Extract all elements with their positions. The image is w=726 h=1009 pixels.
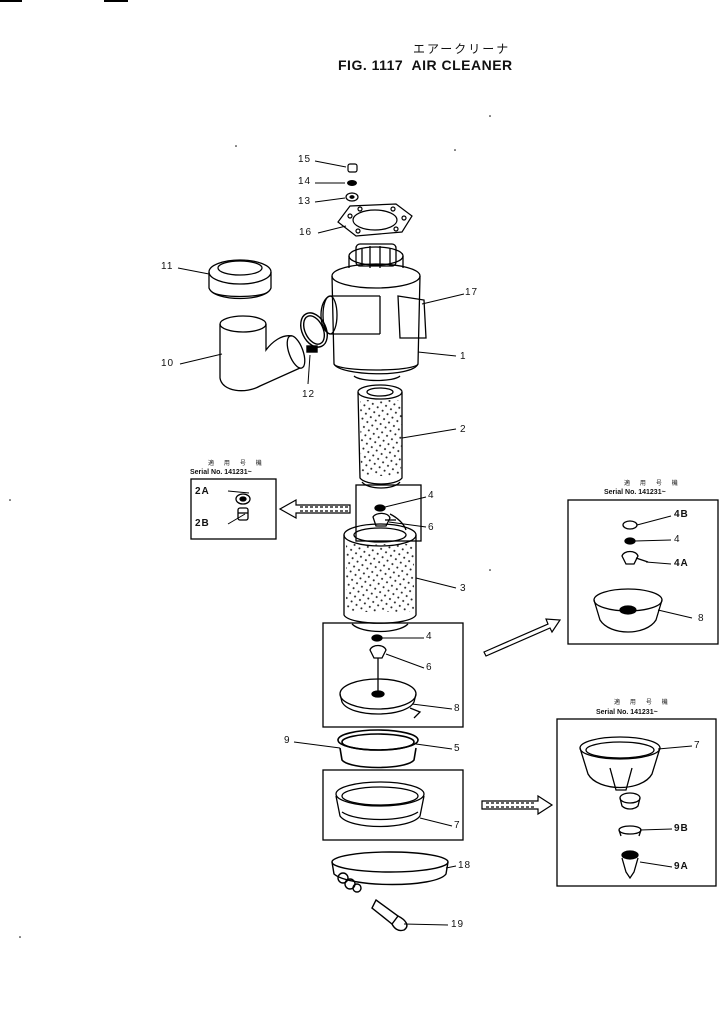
part-5-9-rings <box>337 729 419 769</box>
part-19-bolt <box>371 898 408 932</box>
page-title: FIG. 1117 AIR CLEANER <box>338 57 513 73</box>
left-serial-box <box>190 478 277 540</box>
part-label-12: 12 <box>302 389 316 400</box>
lower-right-serial-box <box>556 718 717 887</box>
upper-middle-detail-box <box>355 484 422 542</box>
part-label-5: 5 <box>454 743 461 754</box>
part-label-13: 13 <box>298 196 312 207</box>
part-15-nut <box>347 163 358 173</box>
part-2-inner-element <box>357 384 403 489</box>
part-label-9: 9 <box>284 735 291 746</box>
part-label-7-mid: 7 <box>454 820 461 831</box>
part-label-14: 14 <box>298 176 312 187</box>
part-label-4-mid: 4 <box>426 631 433 642</box>
middle-detail-box <box>322 622 464 728</box>
part-1-housing <box>320 243 427 382</box>
part-label-18: 18 <box>458 860 472 871</box>
part-label-9A: 9A <box>674 861 689 872</box>
lower-middle-detail-box <box>322 769 464 841</box>
serial-header-japanese-left: 適 用 号 機 <box>208 460 266 467</box>
part-label-6-mid: 6 <box>426 662 433 673</box>
part-label-8-mid: 8 <box>454 703 461 714</box>
leader-lines <box>177 160 693 926</box>
part-16-gasket <box>337 203 413 237</box>
part-label-17: 17 <box>465 287 479 298</box>
part-11-cap <box>208 259 272 300</box>
serial-header-left: Serial No. 141231~ <box>190 469 252 476</box>
upper-right-serial-box <box>567 499 719 645</box>
serial-header-upper-right: Serial No. 141231~ <box>604 489 666 496</box>
arrow-to-left-box <box>278 498 351 520</box>
serial-header-japanese-lower-right: 適 用 号 機 <box>614 699 672 706</box>
part-3-outer-element <box>343 523 417 633</box>
part-14-washer <box>347 180 357 186</box>
part-label-3: 3 <box>460 583 467 594</box>
part-label-1: 1 <box>460 351 467 362</box>
title-japanese: エアークリーナ <box>413 42 511 56</box>
part-label-4B: 4B <box>674 509 689 520</box>
part-label-2: 2 <box>460 424 467 435</box>
scan-specks <box>9 115 491 938</box>
part-label-7-right: 7 <box>694 740 701 751</box>
serial-header-lower-right: Serial No. 141231~ <box>596 709 658 716</box>
arrow-to-lower-right-box <box>481 794 554 816</box>
part-label-6-upper: 6 <box>428 522 435 533</box>
part-label-19: 19 <box>451 919 465 930</box>
part-label-9B: 9B <box>674 823 689 834</box>
part-12-clamp <box>300 312 328 353</box>
part-label-2B: 2B <box>195 518 210 529</box>
arrow-to-upper-right-box <box>483 618 562 657</box>
part-label-4-right: 4 <box>674 534 681 545</box>
part-label-2A: 2A <box>195 486 210 497</box>
part-10-elbow <box>219 315 306 392</box>
part-label-4-upper: 4 <box>428 490 435 501</box>
part-label-15: 15 <box>298 154 312 165</box>
part-label-8-right: 8 <box>698 613 705 624</box>
part-label-11: 11 <box>161 261 174 272</box>
serial-header-japanese-upper-right: 適 用 号 機 <box>624 480 682 487</box>
part-label-10: 10 <box>161 358 175 369</box>
part-13-washer <box>345 192 359 202</box>
part-label-4A: 4A <box>674 558 689 569</box>
part-label-16: 16 <box>299 227 313 238</box>
part-18-band <box>331 851 449 893</box>
